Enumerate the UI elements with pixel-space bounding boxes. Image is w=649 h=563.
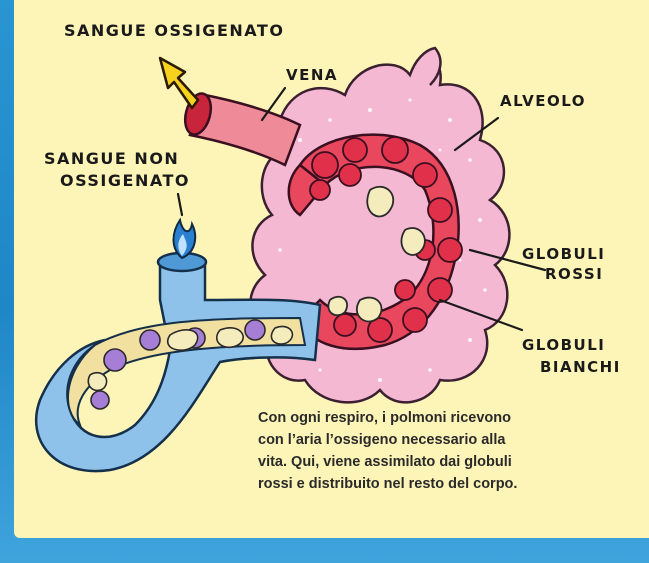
alveolus-label: ALVEOLO	[500, 92, 586, 110]
deoxygenated-pointer	[178, 194, 182, 215]
caption-text: Con ogni respiro, i polmoni ricevono con…	[258, 407, 648, 495]
vein-vessel	[181, 91, 300, 165]
oxygenated-blood-label: SANGUE OSSIGENATO	[64, 22, 284, 40]
deoxygenated-label-line1: SANGUE NON	[44, 150, 179, 168]
caption-line: con l’aria l’ossigeno necessario alla	[258, 429, 648, 451]
white-cells-label-line1: GLOBULI	[522, 336, 605, 354]
red-cells-label-line2: ROSSI	[545, 265, 603, 283]
caption-line: Con ogni respiro, i polmoni ricevono	[258, 407, 648, 429]
deoxygenated-flame-icon	[174, 220, 196, 258]
white-cells-label-line2: BIANCHI	[540, 358, 621, 376]
caption-line: rossi e distribuito nel resto del corpo.	[258, 473, 648, 495]
vein-label: VENA	[286, 66, 338, 84]
caption-line: vita. Qui, viene assimilato dai globuli	[258, 451, 648, 473]
deoxygenated-label-line2: OSSIGENATO	[60, 172, 190, 190]
oxygenated-arrow-icon	[160, 58, 198, 108]
red-cells-label-line1: GLOBULI	[522, 245, 605, 263]
